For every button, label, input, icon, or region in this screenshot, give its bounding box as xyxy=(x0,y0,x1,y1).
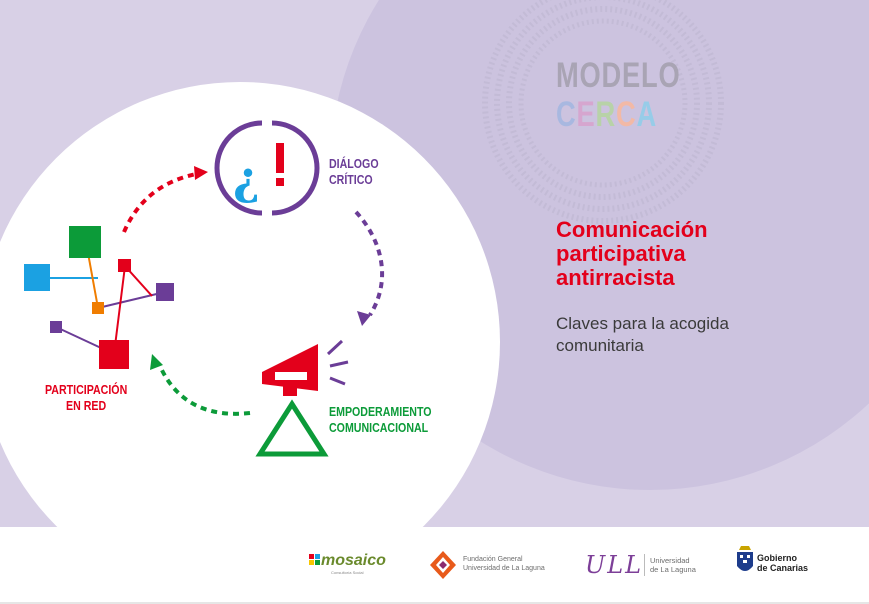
mosaico-mark-icon xyxy=(309,554,320,565)
label-participacion-line2: EN RED xyxy=(66,399,107,413)
mosaico-tagline: Consultoría Social xyxy=(331,570,364,575)
fundacion-line1: Fundación General xyxy=(463,556,523,563)
subtitle-line: comunitaria xyxy=(556,336,644,355)
mosaico-wordmark: mosaico xyxy=(321,552,386,569)
label-empoderamiento-line1: EMPODERAMIENTO xyxy=(329,405,432,419)
brand-modelo: MODELO xyxy=(556,56,681,95)
cerca-letter: C xyxy=(615,95,637,134)
brand-cerca: CERCA xyxy=(556,95,657,135)
network-icon xyxy=(24,226,174,369)
gobierno-line2: de Canarias xyxy=(757,563,809,573)
ull-logo: ULL Universidad de La Laguna xyxy=(585,551,705,579)
diagram-circle xyxy=(0,82,500,602)
fundacion-ull-logo: Fundación General Universidad de La Lagu… xyxy=(429,550,559,580)
title-line: participativa xyxy=(556,241,686,266)
mosaico-logo: mosaico Consultoría Social xyxy=(309,552,399,576)
megaphone-icon xyxy=(255,339,349,457)
svg-text:¿: ¿ xyxy=(233,151,260,205)
ull-text: Universidad de La Laguna xyxy=(650,556,696,574)
title-line: antirracista xyxy=(556,265,675,290)
label-empoderamiento: EMPODERAMIENTO COMUNICACIONAL xyxy=(329,404,432,436)
dialogo-icon: ¿ xyxy=(214,120,320,216)
cerca-letter: R xyxy=(595,95,616,134)
fundacion-line2: Universidad de La Laguna xyxy=(463,565,545,572)
canarias-shield-icon xyxy=(737,546,753,571)
ull-line2: de La Laguna xyxy=(650,565,696,574)
label-participacion-en-red: PARTICIPACIÓN EN RED xyxy=(45,382,127,414)
label-dialogo-line1: DIÁLOGO xyxy=(329,157,379,171)
gobierno-text: Gobierno de Canarias xyxy=(757,553,808,573)
gobierno-line1: Gobierno xyxy=(757,553,797,563)
cover-subtitle: Claves para la acogida comunitaria xyxy=(556,313,856,357)
label-participacion-line1: PARTICIPACIÓN xyxy=(45,383,128,397)
footer-divider xyxy=(0,602,869,604)
cerca-letter: E xyxy=(576,95,596,134)
cycle-arrows xyxy=(122,166,385,416)
cover-title: Comunicación participativa antirracista xyxy=(556,218,856,290)
gobierno-canarias-logo: Gobierno de Canarias xyxy=(735,544,835,580)
ull-mark: ULL xyxy=(585,551,644,579)
title-line: Comunicación xyxy=(556,217,708,242)
ull-divider xyxy=(644,554,645,576)
cerca-letter: A xyxy=(636,95,657,134)
fundacion-diamond-icon xyxy=(430,551,456,579)
subtitle-line: Claves para la acogida xyxy=(556,314,729,333)
label-dialogo-line2: CRÍTICO xyxy=(329,173,373,187)
ull-line1: Universidad xyxy=(650,556,690,565)
cerca-letter: C xyxy=(556,95,577,134)
fundacion-text: Fundación General Universidad de La Lagu… xyxy=(463,555,545,573)
label-empoderamiento-line2: COMUNICACIONAL xyxy=(329,421,429,435)
label-dialogo-critico: DIÁLOGO CRÍTICO xyxy=(329,156,379,188)
